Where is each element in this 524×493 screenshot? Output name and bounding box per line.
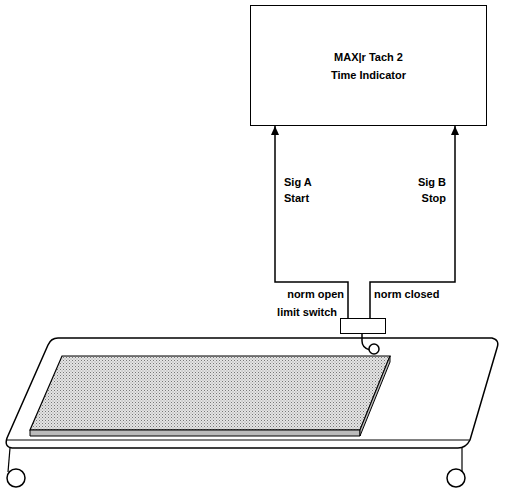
indicator-box: MAX|r Tach 2Time Indicator <box>250 5 487 126</box>
device-name: MAX|r Tach 2 <box>334 48 403 66</box>
device-name: Time Indicator <box>331 66 406 84</box>
signal-name: Sig B <box>418 176 446 189</box>
signal-name: Start <box>284 192 309 205</box>
contact-name: norm open <box>287 288 344 301</box>
signal-name: Sig A <box>284 176 312 189</box>
signal-wire <box>271 126 348 318</box>
switch-body <box>340 318 386 334</box>
part-name: limit switch <box>277 306 337 319</box>
signal-name: Stop <box>422 192 446 205</box>
signal-wire <box>370 126 459 318</box>
limit-switch: limit switch <box>262 306 388 336</box>
contact-name: norm closed <box>374 288 439 301</box>
